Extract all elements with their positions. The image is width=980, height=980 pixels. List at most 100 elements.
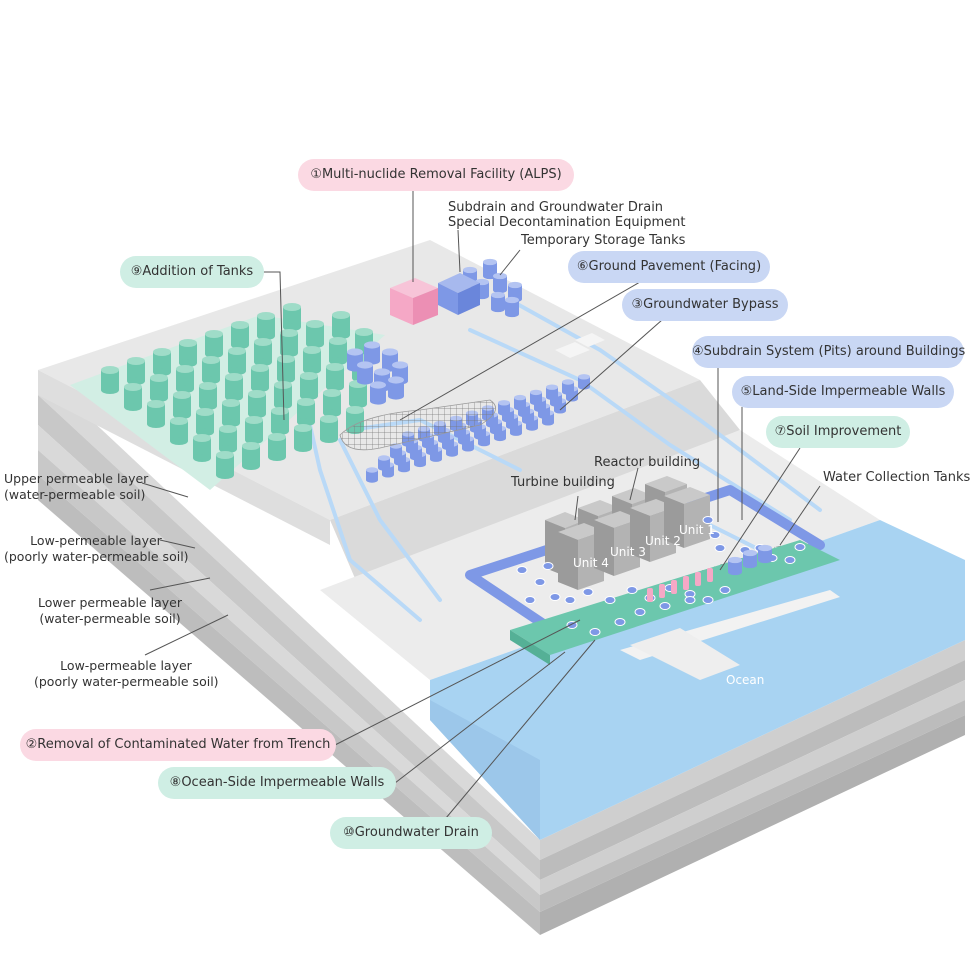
green-tank (222, 398, 240, 428)
reactor-buildings (545, 476, 710, 590)
ocean-label: Ocean (726, 673, 764, 687)
green-tank (170, 416, 188, 446)
green-tank (176, 364, 194, 394)
water-collection-tank (743, 549, 757, 569)
green-tank (199, 381, 217, 411)
green-tank (332, 310, 350, 340)
layer-2-desc: (poorly water-permeable soil) (4, 549, 189, 564)
green-tank (124, 382, 142, 412)
green-tank (202, 355, 220, 385)
pit (702, 516, 714, 524)
pit (659, 602, 671, 610)
layer-low-permeable-1: Low-permeable layer (poorly water-permea… (4, 533, 189, 565)
trench-marker (647, 588, 653, 602)
green-tank (205, 329, 223, 359)
green-tank (323, 388, 341, 418)
label-turbine-building: Turbine building (511, 475, 615, 490)
green-tank (329, 336, 347, 366)
blue-storage-tank (357, 361, 373, 385)
green-tank (193, 433, 211, 463)
layer-4-desc: (poorly water-permeable soil) (34, 674, 219, 689)
temporary-storage-tank (491, 291, 505, 313)
callout-subdrain-system: ④Subdrain System (Pits) around Buildings (692, 336, 965, 368)
unit-3-label: Unit 3 (610, 545, 646, 559)
callout-ground-pavement: ⑥Ground Pavement (Facing) (568, 251, 770, 283)
layer-3-desc: (water-permeable soil) (39, 611, 181, 626)
green-tank (216, 450, 234, 480)
added-tanks (101, 302, 373, 480)
pit (784, 556, 796, 564)
water-collection-tank (758, 544, 772, 564)
pit (719, 586, 731, 594)
pit (634, 608, 646, 616)
green-tank (303, 345, 321, 375)
alps-facility (390, 278, 438, 325)
green-tank (248, 389, 266, 419)
pit (564, 596, 576, 604)
green-tank (320, 414, 338, 444)
bypass-well (578, 374, 590, 390)
trench-marker (683, 576, 689, 590)
green-tank (306, 319, 324, 349)
green-tank (173, 390, 191, 420)
unit-2-label: Unit 2 (645, 534, 681, 548)
temporary-storage-tank (483, 258, 497, 280)
green-tank (231, 320, 249, 350)
green-tank (127, 356, 145, 386)
trench-marker (695, 572, 701, 586)
callout-groundwater-bypass: ③Groundwater Bypass (622, 289, 788, 321)
leader-lines (141, 190, 821, 819)
callout-land-side-walls: ⑤Land-Side Impermeable Walls (732, 376, 954, 408)
callout-soil-improvement: ⑦Soil Improvement (766, 416, 910, 448)
layer-4-name: Low-permeable layer (60, 658, 192, 673)
layer-3-name: Lower permeable layer (38, 595, 182, 610)
blue-storage-tank (388, 376, 404, 400)
trench-marker (659, 584, 665, 598)
green-tank (251, 363, 269, 393)
label-subdrain-line2: Special Decontamination Equipment (448, 215, 686, 230)
layer-1-desc: (water-permeable soil) (4, 487, 146, 502)
pit (549, 593, 561, 601)
pit (714, 544, 726, 552)
green-tank (268, 432, 286, 462)
pit (582, 588, 594, 596)
green-tank (245, 415, 263, 445)
label-reactor-building: Reactor building (594, 455, 701, 470)
callout-addition-of-tanks: ⑨Addition of Tanks (120, 256, 264, 288)
pit (709, 531, 721, 539)
callout-groundwater-drain: ⑩Groundwater Drain (330, 817, 492, 849)
pit (614, 618, 626, 626)
bypass-well (366, 467, 378, 483)
bypass-well (514, 394, 526, 411)
pit (626, 586, 638, 594)
pit (604, 596, 616, 604)
pit (516, 566, 528, 574)
pit (542, 562, 554, 570)
bypass-well (498, 400, 510, 416)
green-tank (271, 406, 289, 436)
temporary-storage-tank (505, 296, 519, 318)
pit (524, 596, 536, 604)
callout-ocean-side-walls: ⑧Ocean-Side Impermeable Walls (158, 767, 396, 799)
label-subdrain-line1: Subdrain and Groundwater Drain (448, 200, 664, 215)
green-tank (277, 354, 295, 384)
green-tank (196, 407, 214, 437)
ground-pavement-patch (339, 399, 497, 451)
green-tank (153, 347, 171, 377)
layer-2-name: Low-permeable layer (30, 533, 162, 548)
reactor-unit-3 (594, 511, 640, 576)
temporary-storage-tank (493, 272, 507, 294)
green-tank (150, 373, 168, 403)
label-water-collection: Water Collection Tanks (823, 470, 971, 485)
decontamination-equipment (438, 273, 480, 315)
unit-4-label: Unit 4 (573, 556, 609, 570)
label-temp-storage: Temporary Storage Tanks (521, 233, 686, 248)
subdrain-pits (516, 516, 806, 636)
pit (534, 578, 546, 586)
bypass-well (530, 389, 542, 406)
green-tank (326, 362, 344, 392)
green-tank (101, 365, 119, 395)
green-tank (257, 311, 275, 341)
green-tank (228, 346, 246, 376)
